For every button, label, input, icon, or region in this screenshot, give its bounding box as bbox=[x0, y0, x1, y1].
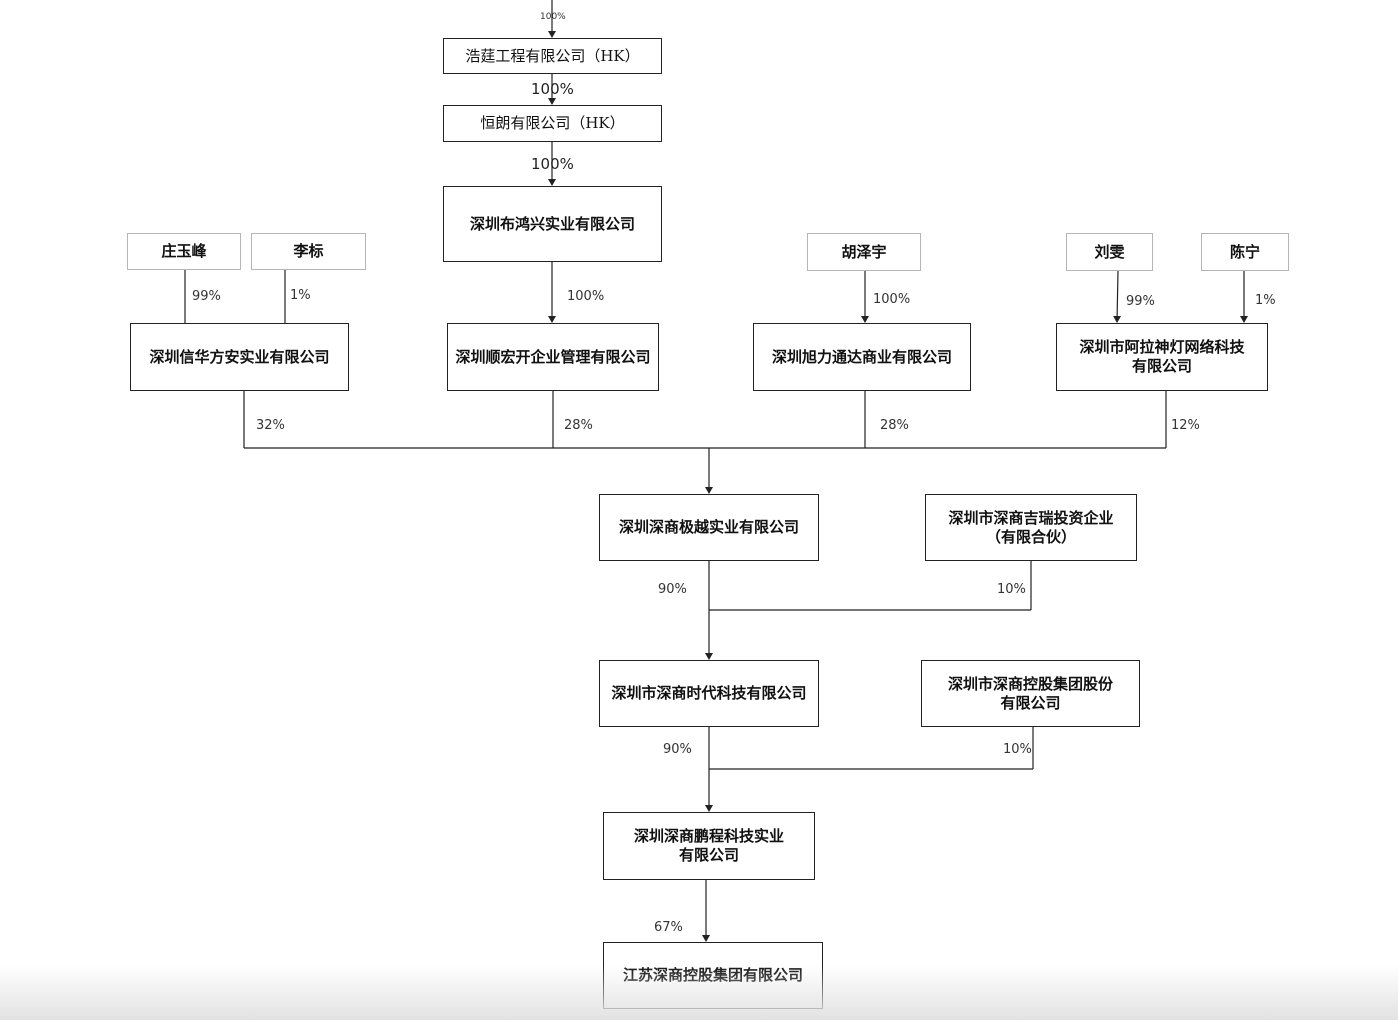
pct-buhongxing-shunhong: 100% bbox=[567, 289, 605, 304]
pct-aladdin-jiyue: 12% bbox=[1171, 418, 1200, 433]
entity-shidai: 深圳市深商时代科技有限公司 bbox=[599, 660, 819, 727]
pct-xinhua-jiyue: 32% bbox=[256, 418, 285, 433]
entity-buhongxing: 深圳布鸿兴实业有限公司 bbox=[443, 186, 662, 262]
pct-xuli-jiyue: 28% bbox=[880, 418, 909, 433]
pct-li-xinhua: 1% bbox=[290, 288, 311, 303]
entity-haoting: 浩莛工程有限公司（HK） bbox=[443, 38, 662, 74]
entity-pengcheng: 深圳深商鹏程科技实业有限公司 bbox=[603, 812, 815, 880]
pct-zhuang-xinhua: 99% bbox=[192, 289, 221, 304]
entity-henglang: 恒朗有限公司（HK） bbox=[443, 105, 662, 142]
entity-jiyue: 深圳深商极越实业有限公司 bbox=[599, 494, 819, 561]
person-zhuang: 庄玉峰 bbox=[127, 233, 241, 270]
entity-jiangsu: 江苏深商控股集团有限公司 bbox=[603, 942, 823, 1009]
pct-liuwen-aladdin: 99% bbox=[1126, 294, 1155, 309]
entity-xuli: 深圳旭力通达商业有限公司 bbox=[753, 323, 971, 391]
pct-konggu-pengcheng: 10% bbox=[1003, 742, 1032, 757]
line-liuwen-to-aladdin bbox=[1113, 270, 1122, 323]
pct-henglang-buhongxing: 100% bbox=[531, 155, 574, 173]
person-hu: 胡泽宇 bbox=[807, 233, 921, 271]
person-li: 李标 bbox=[251, 233, 366, 270]
entity-aladdin: 深圳市阿拉神灯网络科技有限公司 bbox=[1056, 323, 1268, 391]
pct-jirui-shidai: 10% bbox=[997, 582, 1026, 597]
entity-xinhua: 深圳信华方安实业有限公司 bbox=[130, 323, 349, 391]
pct-shunhong-jiyue: 28% bbox=[564, 418, 593, 433]
pct-jiyue-shidai: 90% bbox=[658, 582, 687, 597]
pct-pengcheng-jiangsu: 67% bbox=[654, 920, 683, 935]
pct-hu-xuli: 100% bbox=[873, 292, 911, 307]
entity-shunhong: 深圳顺宏开企业管理有限公司 bbox=[447, 323, 659, 391]
entity-konggu: 深圳市深商控股集团股份有限公司 bbox=[921, 660, 1140, 727]
entity-jirui: 深圳市深商吉瑞投资企业（有限合伙） bbox=[925, 494, 1137, 561]
pct-chenning-aladdin: 1% bbox=[1255, 293, 1276, 308]
person-chenning: 陈宁 bbox=[1201, 233, 1289, 271]
pct-shidai-pengcheng: 90% bbox=[663, 742, 692, 757]
pct-haoting-henglang: 100% bbox=[531, 80, 574, 98]
person-liuwen: 刘雯 bbox=[1066, 233, 1153, 271]
pct-top: 100% bbox=[540, 12, 566, 22]
